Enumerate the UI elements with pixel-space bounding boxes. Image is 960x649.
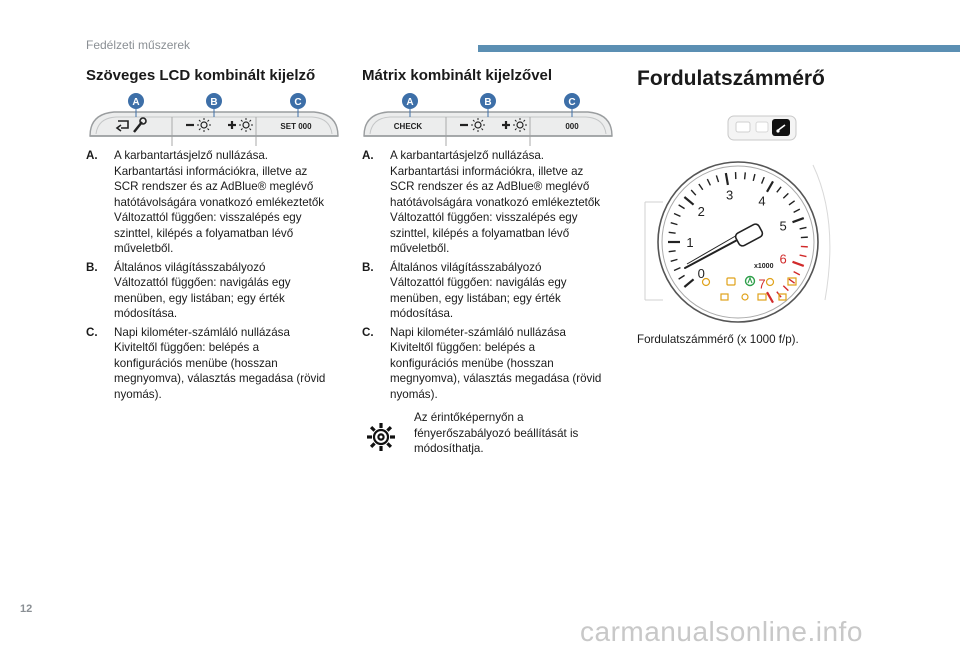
tachometer-needle-icon bbox=[684, 223, 764, 269]
col3-title: Fordulatszámmérő bbox=[637, 67, 825, 90]
header-accent-bar bbox=[478, 45, 960, 52]
gauge-tick bbox=[799, 254, 807, 258]
list-item: A. A karbantartásjelző nullázása. Karban… bbox=[86, 149, 325, 255]
callout-b: B bbox=[210, 97, 217, 108]
touchscreen-note: Az érintőképernyőn a fényerőszabályozó b… bbox=[414, 411, 579, 455]
panel-check-label: CHECK bbox=[394, 122, 423, 131]
list-item: B. Általános világításszabályozó Változa… bbox=[86, 260, 291, 321]
callout-c: C bbox=[568, 97, 575, 108]
gauge-number: 4 bbox=[758, 193, 765, 208]
callout-a: A bbox=[406, 97, 413, 108]
gauge-tick bbox=[782, 192, 789, 199]
gauge-number: 1 bbox=[686, 235, 693, 250]
settings-gear-icon bbox=[367, 423, 395, 451]
gauge-tick bbox=[788, 278, 796, 284]
gauge-tick bbox=[668, 231, 676, 234]
gauge-tick bbox=[715, 175, 720, 183]
gauge-tick bbox=[788, 200, 796, 206]
gauge-tick bbox=[760, 176, 765, 184]
callout-b: B bbox=[484, 97, 491, 108]
gauge-tick bbox=[743, 172, 747, 180]
panel-counter-label: 000 bbox=[565, 122, 579, 131]
wrench-icon bbox=[133, 117, 147, 133]
gauge-tick bbox=[683, 278, 695, 288]
gauge-number: 5 bbox=[779, 219, 786, 234]
gauge-tick bbox=[782, 285, 789, 292]
gauge-tick bbox=[690, 189, 697, 196]
gauge-tick bbox=[670, 222, 678, 226]
list-item: C. Napi kilométer-számláló nullázása Kiv… bbox=[362, 325, 602, 401]
gauge-tick bbox=[752, 173, 756, 182]
col1-item-list: A. A karbantartásjelző nullázása. Karban… bbox=[86, 148, 346, 405]
gauge-unit-label: x1000 bbox=[754, 263, 774, 270]
gauge-tick bbox=[670, 258, 678, 262]
minus-brightness-icon bbox=[186, 118, 211, 132]
gauge-tick bbox=[724, 172, 730, 186]
plus-brightness-icon bbox=[502, 118, 527, 132]
list-item: B. Általános világításszabályozó Változa… bbox=[362, 260, 567, 321]
green-indicator-icon bbox=[744, 275, 756, 287]
gauge-tick bbox=[668, 250, 676, 253]
gauge-tick bbox=[799, 226, 807, 230]
return-arrow-icon bbox=[115, 120, 129, 132]
gauge-tick bbox=[678, 204, 685, 210]
gauge-tick bbox=[776, 186, 782, 193]
gauge-tick bbox=[678, 274, 685, 280]
warning-lamps bbox=[701, 277, 797, 301]
tachometer-caption: Fordulatszámmérő (x 1000 f/p). bbox=[637, 333, 799, 346]
dashboard-switch-panel bbox=[727, 115, 797, 141]
callout-a: A bbox=[132, 97, 139, 108]
gauge-tick bbox=[792, 217, 805, 224]
gauge-number: 0 bbox=[698, 266, 705, 281]
section-header: Fedélzeti műszerek bbox=[86, 38, 191, 52]
gauge-tick bbox=[766, 180, 774, 193]
gauge-number: 6 bbox=[779, 251, 786, 266]
gauge-tick bbox=[683, 196, 695, 206]
col2-title: Mátrix kombinált kijelzővel bbox=[362, 67, 553, 84]
gauge-tick bbox=[706, 178, 712, 186]
gauge-number: 3 bbox=[726, 188, 733, 203]
gauge-number: 7 bbox=[758, 277, 765, 292]
gauge-tick bbox=[793, 270, 801, 276]
minus-brightness-icon bbox=[460, 118, 485, 132]
col2-item-list: A. A karbantartásjelző nullázása. Karban… bbox=[362, 148, 622, 405]
gauge-tick bbox=[766, 291, 774, 304]
watermark: carmanualsonline.info bbox=[580, 616, 863, 647]
gauge-tick bbox=[673, 212, 681, 218]
plus-brightness-icon bbox=[228, 118, 253, 132]
gauge-number: 2 bbox=[698, 204, 705, 219]
panel-set-label: SET 000 bbox=[280, 122, 312, 131]
gauge-tick bbox=[698, 183, 704, 191]
col2-control-panel: CHECK 000 A B C bbox=[363, 93, 613, 146]
callout-c: C bbox=[294, 97, 301, 108]
col1-title: Szöveges LCD kombinált kijelző bbox=[86, 67, 316, 84]
gauge-tick bbox=[792, 260, 805, 267]
col1-control-panel: SET 000 A B C bbox=[89, 93, 339, 146]
gauge-tick bbox=[793, 208, 801, 214]
list-item: A. A karbantartásjelző nullázása. Karban… bbox=[362, 149, 601, 255]
page-number: 12 bbox=[20, 603, 33, 615]
gauge-tick bbox=[673, 266, 681, 272]
list-item: C. Napi kilométer-számláló nullázása Kiv… bbox=[86, 325, 326, 401]
